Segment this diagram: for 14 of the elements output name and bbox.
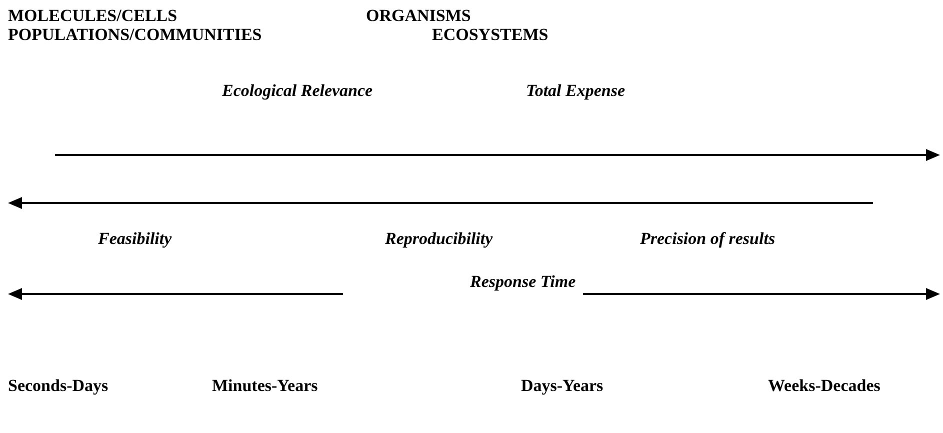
timescale-label: Weeks-Decades	[768, 376, 880, 396]
axis-label: Response Time	[470, 272, 576, 292]
timescale-label: Seconds-Days	[8, 376, 108, 396]
level-label: ORGANISMS	[366, 6, 471, 26]
level-label: POPULATIONS/COMMUNITIES	[8, 25, 262, 45]
trend-label: Reproducibility	[385, 229, 493, 249]
timescale-label: Days-Years	[521, 376, 604, 396]
level-label: MOLECULES/CELLS	[8, 6, 178, 26]
trend-label: Ecological Relevance	[222, 81, 373, 101]
trend-label: Feasibility	[98, 229, 172, 249]
level-label: ECOSYSTEMS	[432, 25, 548, 45]
trend-label: Total Expense	[526, 81, 626, 101]
timescale-label: Minutes-Years	[212, 376, 318, 396]
trend-label: Precision of results	[640, 229, 776, 249]
